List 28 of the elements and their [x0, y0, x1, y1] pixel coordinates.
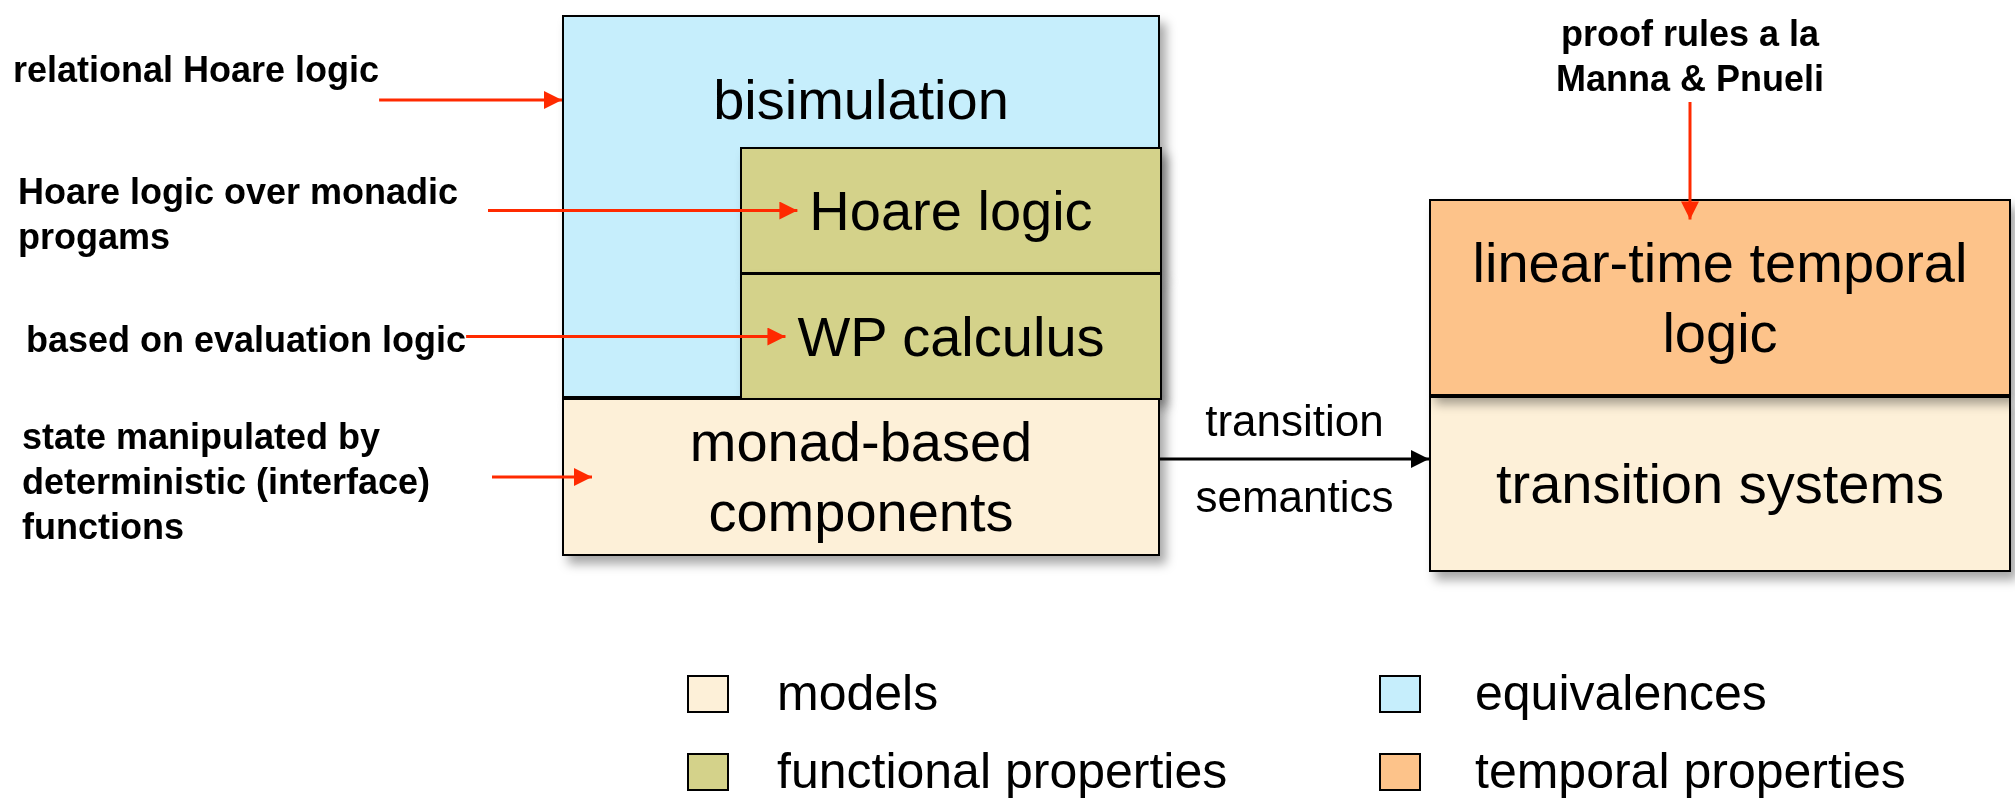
- equivalence-box: [562, 15, 1160, 398]
- annotation-text: state manipulated by deterministic (interface) functions: [22, 414, 432, 549]
- arrow: [1160, 450, 1429, 468]
- property-box: [740, 147, 1162, 274]
- annotation-text: based on evaluation logic: [26, 317, 467, 362]
- legend-label: equivalences: [1475, 667, 1767, 719]
- arrow: [492, 468, 592, 486]
- box-label: WP calculus: [797, 303, 1105, 370]
- box-label: linear-time temporal logic: [1471, 229, 1969, 366]
- property-box: [1429, 199, 2011, 396]
- edge-label: transition semantics: [1194, 395, 1395, 523]
- legend-label: functional properties: [777, 745, 1228, 797]
- annotation-text: proof rules a la Manna & Pnueli: [1555, 12, 1825, 101]
- legend-label: temporal properties: [1475, 745, 1906, 797]
- arrow: [379, 91, 562, 109]
- box-label: Hoare logic: [809, 177, 1093, 244]
- property-box: [740, 273, 1162, 400]
- arrow: [1681, 102, 1699, 220]
- box-label: bisimulation: [713, 67, 1009, 133]
- arrow: [488, 201, 798, 220]
- legend-label: models: [777, 667, 939, 719]
- annotation-text: relational Hoare logic: [13, 47, 380, 92]
- annotation-text: Hoare logic over monadic progams: [18, 170, 460, 259]
- model-box: [562, 398, 1160, 556]
- box-label: transition systems: [1495, 451, 1945, 517]
- box-label: monad-based components: [688, 409, 1034, 545]
- model-box: [1429, 396, 2011, 572]
- arrow: [466, 327, 786, 346]
